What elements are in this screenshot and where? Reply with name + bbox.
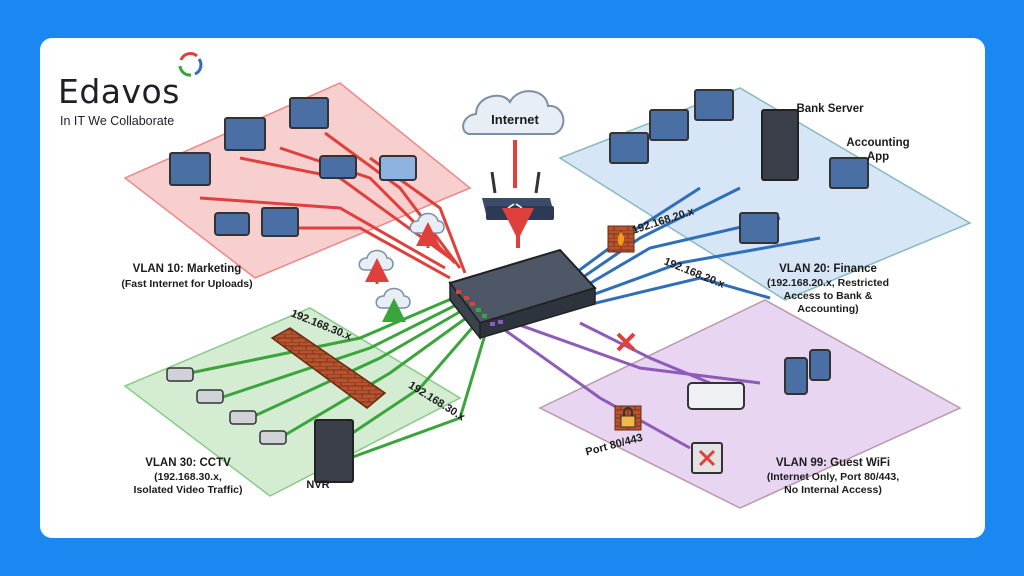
brand-name: Edavos [58,72,180,111]
vlan-guest-title: VLAN 99: Guest WiFi [776,457,890,469]
finance-firewall-icon [607,225,635,253]
download-cloud-icon [375,287,411,324]
vlan-finance-title: VLAN 20: Finance [779,263,877,275]
nvr-label: NVR [306,479,329,491]
finance-devices [609,89,869,244]
guest-cables [494,316,761,450]
accounting-label-2: App [867,151,889,163]
brand-logo-icon [178,51,203,77]
vlan-guest-desc-1: (Internet Only, Port 80/443, [767,471,899,483]
cctv-cameras [166,367,354,483]
vlan-cctv-desc-1: (192.168.30.x, [154,471,222,483]
internet-label: Internet [491,112,539,127]
cctv-firewall-wall [270,327,387,409]
router-icon [482,171,554,221]
finance-cables [554,186,821,310]
core-switch-icon [448,248,597,341]
vlan-cctv-title: VLAN 30: CCTV [145,457,231,469]
accounting-label-1: Accounting [846,137,909,149]
guest-devices [687,349,831,474]
zone-marketing [123,82,472,279]
wifi-router-icon [687,382,745,410]
bank-server-icon [761,109,799,181]
vlan-cctv-desc-2: Isolated Video Traffic) [134,484,243,496]
zone-guest [538,299,962,509]
cctv-cables [189,291,492,460]
vlan-guest-desc-2: No Internal Access) [784,484,882,496]
zone-cctv [123,307,462,497]
bank-server-label: Bank Server [796,103,864,115]
diagram-card: Internet [40,38,985,538]
vlan-finance-desc-2: Access to Bank & [784,290,873,302]
vlan-marketing-title: VLAN 10: Marketing [133,263,242,275]
blocked-x-icon [616,332,636,352]
network-diagram: Internet [121,82,972,509]
nvr-icon [314,419,354,483]
brand-tagline: In IT We Collaborate [60,114,175,128]
padlock-icon [614,405,642,431]
upload-cloud-icon [358,212,445,284]
vlan-finance-desc-3: Accounting) [797,303,858,315]
marketing-devices [169,97,417,237]
vlan-marketing-desc: (Fast Internet for Uploads) [121,278,252,290]
vlan-finance-desc-1: (192.168.20.x, Restricted [767,277,889,289]
internet-cloud: Internet [462,90,565,135]
